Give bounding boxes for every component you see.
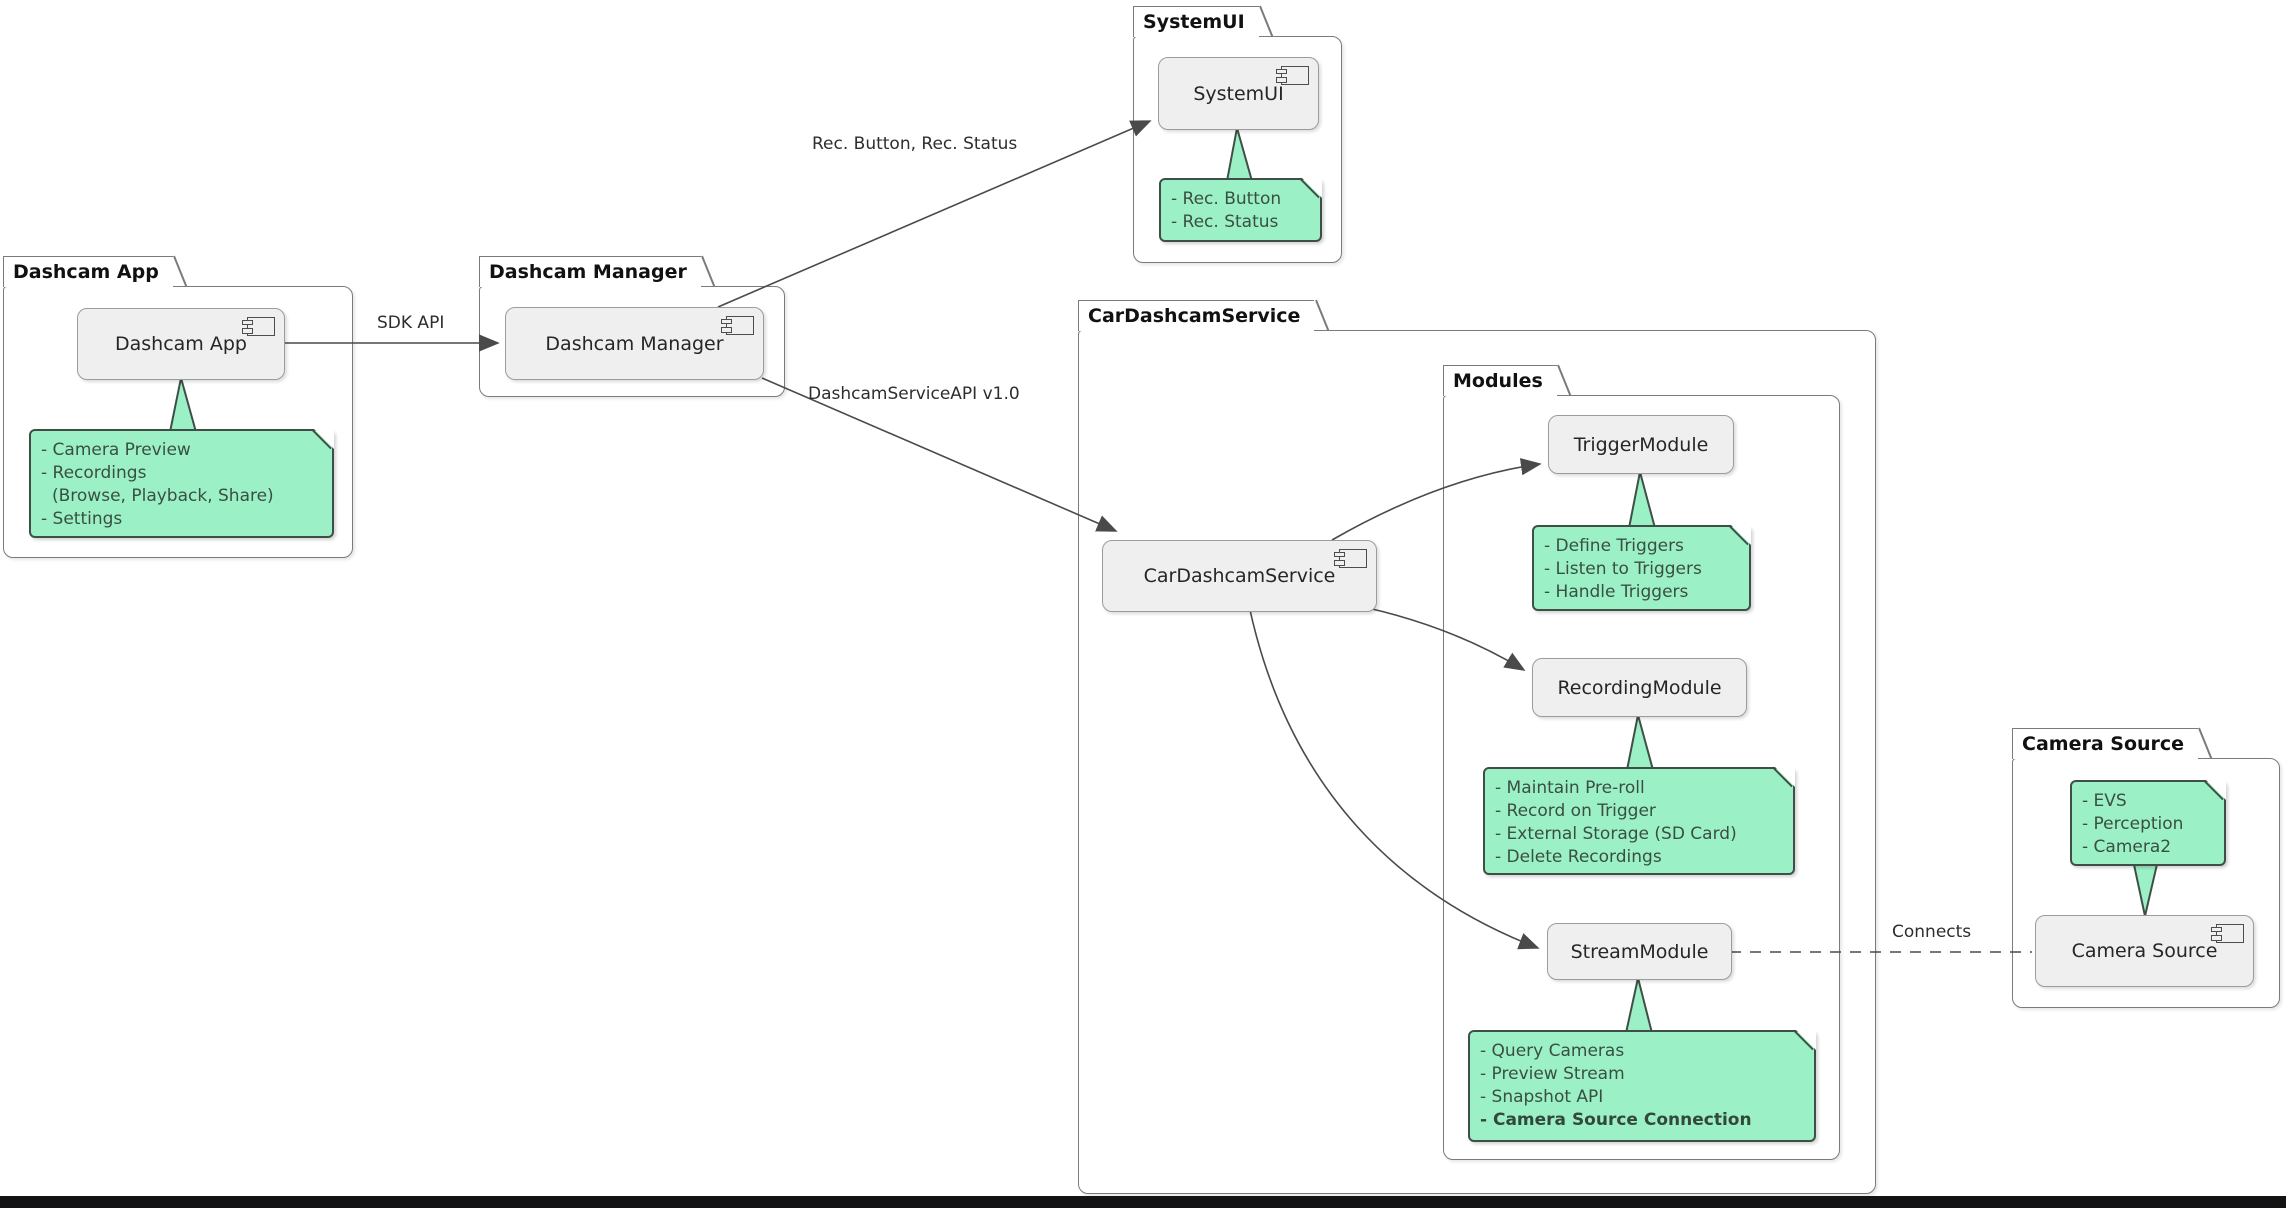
component-label: RecordingModule	[1557, 676, 1722, 699]
component-stream-module: StreamModule	[1547, 923, 1732, 980]
note-systemui: - Rec. Button - Rec. Status	[1159, 178, 1322, 242]
component-icon	[1276, 66, 1309, 85]
component-car-dashcam-service: CarDashcamService	[1102, 540, 1377, 612]
note-dashcam-app: - Camera Preview - Recordings (Browse, P…	[29, 429, 334, 538]
package-title-systemui: SystemUI	[1133, 6, 1259, 37]
edge-label-rec-button-status: Rec. Button, Rec. Status	[812, 134, 1018, 154]
package-title-camera-source: Camera Source	[2012, 728, 2199, 759]
component-label: TriggerModule	[1573, 433, 1709, 456]
component-icon	[2211, 924, 2244, 943]
bottom-black-bar	[0, 1196, 2286, 1208]
note-stream-module: - Query Cameras - Preview Stream - Snaps…	[1468, 1030, 1816, 1142]
component-label: Camera Source	[2071, 940, 2218, 962]
component-icon	[242, 317, 275, 336]
component-icon	[721, 316, 754, 335]
package-title-modules: Modules	[1443, 365, 1557, 396]
component-dashcam-manager: Dashcam Manager	[505, 307, 764, 380]
component-systemui: SystemUI	[1158, 57, 1319, 130]
component-recording-module: RecordingModule	[1532, 658, 1747, 717]
component-label: Dashcam App	[115, 333, 247, 355]
note-trigger-module: - Define Triggers - Listen to Triggers -…	[1532, 525, 1751, 611]
note-recording-module: - Maintain Pre-roll - Record on Trigger …	[1483, 767, 1795, 875]
package-title-dashcam-manager: Dashcam Manager	[479, 256, 701, 287]
edge-label-sdk-api: SDK API	[377, 313, 445, 333]
edge-label-service-api: DashcamServiceAPI v1.0	[808, 384, 1020, 404]
component-dashcam-app: Dashcam App	[77, 308, 285, 380]
component-label: StreamModule	[1570, 940, 1709, 963]
component-label: SystemUI	[1193, 82, 1284, 105]
component-camera-source: Camera Source	[2035, 915, 2254, 987]
package-title-car-dashcam-service: CarDashcamService	[1078, 300, 1315, 331]
component-label: CarDashcamService	[1143, 565, 1336, 587]
component-icon	[1334, 549, 1367, 568]
note-camera-source: - EVS - Perception - Camera2	[2070, 780, 2226, 866]
edge-label-connects: Connects	[1892, 922, 1972, 942]
package-title-dashcam-app: Dashcam App	[3, 256, 173, 287]
component-label: Dashcam Manager	[545, 332, 724, 355]
component-trigger-module: TriggerModule	[1548, 415, 1734, 474]
